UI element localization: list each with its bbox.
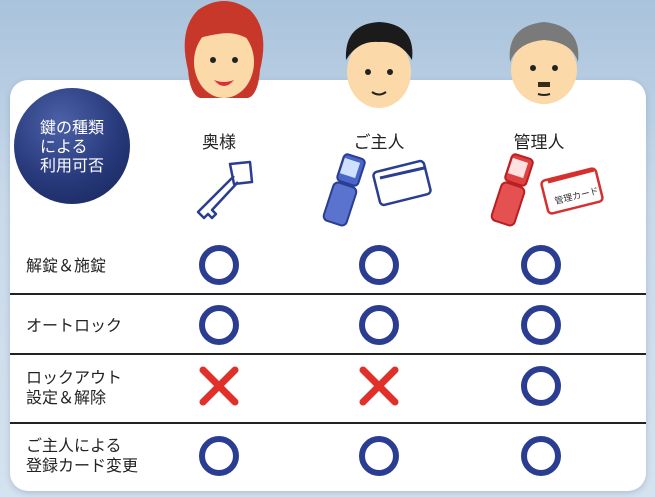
column-label-manager: 管理人 [513,133,565,153]
available-circle-icon [521,245,561,285]
available-circle-icon [199,436,239,476]
row-label-lock-unlock: 解錠＆施錠 [26,256,107,275]
manager-face-icon [509,22,579,104]
key-type-badge: 鍵の種類 による 利用可否 [14,88,130,204]
unavailable-cross-icon [199,366,239,406]
column-label-wife: 奥様 [202,133,236,153]
phone-and-managed-card-icon: 管理カード [490,153,604,227]
available-circle-icon [359,245,399,285]
row-divider [10,422,646,424]
column-label-husband: ご主人 [353,133,405,153]
available-circle-icon [521,366,561,406]
row-label-lockout: ロックアウト 設定＆解除 [26,368,123,407]
phone-and-card-icon [322,153,432,227]
available-circle-icon [199,245,239,285]
key-type-badge-label: 鍵の種類 による 利用可否 [39,117,104,175]
key-icon [196,160,254,220]
available-circle-icon [359,436,399,476]
unavailable-cross-icon [359,366,399,406]
available-circle-icon [521,436,561,476]
row-divider [10,353,646,355]
row-divider [10,293,646,295]
row-label-card-change: ご主人による 登録カード変更 [26,436,139,475]
row-label-autolock: オートロック [26,316,123,335]
available-circle-icon [359,305,399,345]
wife-face-icon [184,1,264,98]
available-circle-icon [521,305,561,345]
available-circle-icon [199,305,239,345]
husband-face-icon [345,22,413,108]
